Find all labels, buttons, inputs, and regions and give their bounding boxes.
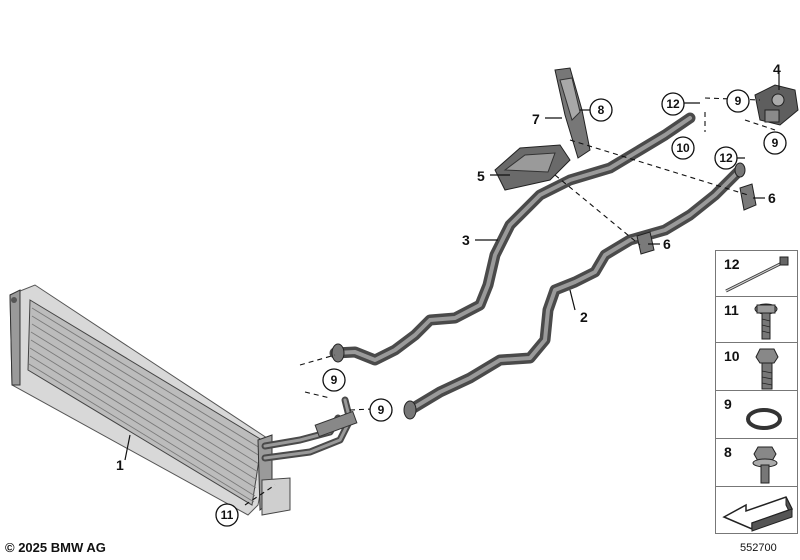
leader-lines	[124, 72, 780, 461]
panel-item-8[interactable]: 8	[715, 438, 798, 488]
copyright-text: © 2025 BMW AG	[5, 540, 106, 555]
callout-9-middle: 9	[378, 403, 385, 417]
holder-6-upper[interactable]	[739, 183, 757, 211]
holder-6-lower[interactable]	[636, 231, 655, 255]
callout-9-top: 9	[735, 94, 742, 108]
callout-1: 1	[116, 457, 124, 473]
callout-5: 5	[477, 168, 485, 184]
callout-3: 3	[462, 232, 470, 248]
panel-item-11[interactable]: 11	[715, 296, 798, 344]
direction-arrow-icon	[722, 496, 794, 532]
callout-6-upper: 6	[768, 190, 776, 206]
panel-item-12[interactable]: 12	[715, 250, 798, 298]
o-ring-icon	[746, 408, 782, 430]
callout-9-right: 9	[772, 136, 779, 150]
hex-bolt-icon	[755, 348, 779, 390]
panel-number-10: 10	[724, 348, 740, 364]
callout-11: 11	[221, 508, 234, 522]
panel-number-12: 12	[724, 256, 740, 272]
assembly-dashed-lines	[244, 97, 776, 506]
panel-item-9[interactable]: 9	[715, 390, 798, 440]
circle-callout-9-middle: 9	[369, 398, 393, 422]
panel-number-8: 8	[724, 444, 732, 460]
circle-callout-9-left: 9	[322, 368, 346, 392]
bracket-5[interactable]	[494, 144, 571, 191]
circle-callout-12-lower: 12	[714, 146, 738, 170]
callout-12-upper: 12	[666, 97, 680, 111]
callout-8: 8	[598, 103, 605, 117]
oil-cooler-radiator[interactable]	[9, 284, 291, 516]
callout-9-left: 9	[331, 373, 338, 387]
oil-cooler-line-3[interactable]	[329, 112, 696, 366]
circle-callout-8: 8	[589, 98, 613, 122]
cable-tie-icon	[725, 256, 789, 293]
panel-item-10[interactable]: 10	[715, 342, 798, 392]
oil-cooler-line-2[interactable]	[403, 162, 746, 420]
panel-item-arrow	[715, 486, 798, 534]
callout-7: 7	[532, 111, 540, 127]
flange-screw-icon	[754, 303, 778, 340]
circle-callout-10: 10	[671, 136, 695, 160]
bracket-7[interactable]	[554, 67, 591, 159]
cooler-connection-pipes[interactable]	[261, 396, 358, 462]
circle-callout-9-right: 9	[763, 131, 787, 155]
callout-4: 4	[773, 61, 781, 77]
callout-10: 10	[676, 141, 690, 155]
callout-12-lower: 12	[719, 151, 733, 165]
panel-number-11: 11	[724, 302, 739, 318]
circle-callout-12-upper: 12	[661, 92, 685, 116]
collar-screw-icon	[752, 446, 778, 484]
diagram-id: 552700	[740, 542, 777, 554]
circle-callout-9-top: 9	[726, 89, 750, 113]
thermostat-valve-4[interactable]	[754, 84, 799, 126]
callout-6-lower: 6	[663, 236, 671, 252]
circle-callout-11: 11	[215, 503, 239, 527]
panel-number-9: 9	[724, 396, 732, 412]
callout-2: 2	[580, 309, 588, 325]
